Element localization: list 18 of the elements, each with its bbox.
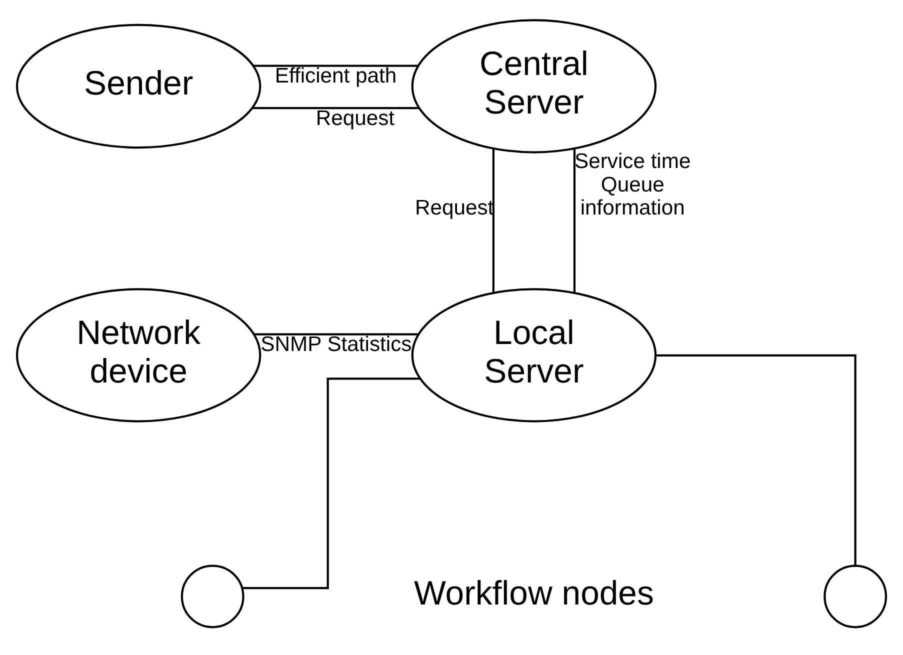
node-ellipse: Local Server (411, 288, 657, 422)
label: Workflow nodes (414, 574, 654, 613)
edge-label: Efficient path (274, 64, 397, 88)
node-circle (180, 564, 244, 628)
node-ellipse: Network device (16, 288, 262, 422)
connector (573, 148, 576, 294)
connector (492, 148, 494, 294)
node-ellipse: Central Server (411, 19, 657, 154)
connector (252, 107, 419, 110)
node-ellipse: Sender (16, 24, 262, 149)
connector (253, 64, 418, 67)
node-circle (824, 564, 888, 628)
edge-label: Request (414, 196, 494, 220)
edge-label: SNMP Statistics (260, 333, 412, 356)
edge-label: Request (316, 107, 395, 130)
connector (242, 378, 420, 590)
connector (656, 354, 856, 565)
connector (254, 333, 418, 336)
